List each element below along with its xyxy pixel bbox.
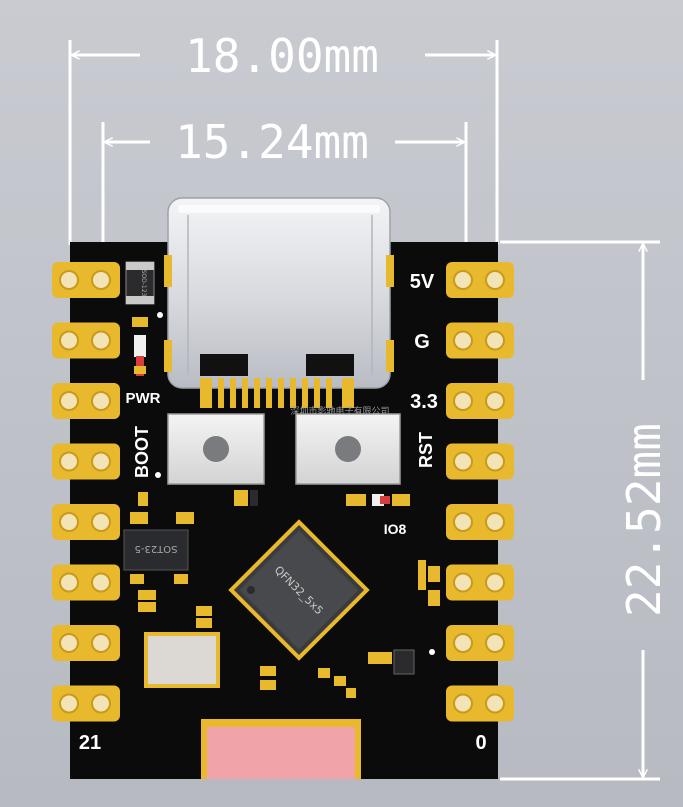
dimension-pin-span: 15.24mm	[101, 115, 468, 245]
right-pin-pad	[446, 322, 514, 359]
fiducial-dot	[429, 649, 435, 655]
label-pin-21: 21	[79, 732, 101, 754]
regulator-marking: SOT23-5	[134, 543, 177, 554]
label-boot: BOOT	[132, 426, 152, 478]
pin-span-label: 15.24mm	[175, 115, 369, 169]
right-pin-pad	[446, 383, 514, 419]
label-gnd: G	[414, 331, 430, 353]
label-rst: RST	[416, 432, 436, 468]
mcu-chip: QFN32_5x5	[228, 519, 370, 661]
boot-button	[167, 413, 265, 485]
label-5v: 5V	[410, 271, 435, 293]
usb-pins	[200, 378, 354, 408]
right-pin-pad	[446, 262, 514, 298]
right-pin-pad	[446, 443, 514, 480]
board-height-label: 22.52mm	[617, 423, 671, 617]
crystal	[144, 632, 220, 688]
overall-width-label: 18.00mm	[185, 29, 379, 83]
dimension-board-height: 22.52mm	[500, 240, 671, 781]
io8-led	[346, 494, 410, 506]
regulator-chip: SOT23-5	[123, 512, 194, 584]
right-pin-pad	[446, 504, 514, 540]
label-io8: IO8	[384, 521, 407, 537]
label-3v3: 3.3	[410, 391, 438, 413]
pwr-label: PWR	[126, 390, 161, 407]
left-pin-pad	[52, 564, 120, 601]
left-pin-row	[52, 262, 120, 722]
dimension-overall-width: 18.00mm	[68, 29, 499, 245]
right-pin-pad	[446, 625, 514, 661]
antenna	[201, 719, 361, 779]
label-pin-0: 0	[475, 732, 486, 754]
fiducial-dot	[157, 312, 163, 318]
reset-button	[295, 413, 401, 485]
pwr-led	[132, 317, 148, 376]
right-pin-row	[446, 262, 514, 722]
diode-marking: SOD-123	[140, 270, 147, 297]
left-pin-pad	[52, 625, 120, 661]
left-pin-pad	[52, 443, 120, 480]
left-pin-pad	[52, 262, 120, 298]
small-transistor	[393, 649, 415, 675]
fiducial-dot	[155, 472, 161, 478]
right-pin-pad	[446, 685, 514, 722]
right-pin-pad	[446, 564, 514, 601]
left-pin-pad	[52, 685, 120, 722]
passive-components	[138, 490, 440, 698]
left-pin-pad	[52, 322, 120, 359]
usb-c-connector	[164, 197, 394, 408]
left-pin-pad	[52, 504, 120, 540]
diode-component: SOD-123	[125, 261, 155, 305]
left-pin-pad	[52, 383, 120, 419]
